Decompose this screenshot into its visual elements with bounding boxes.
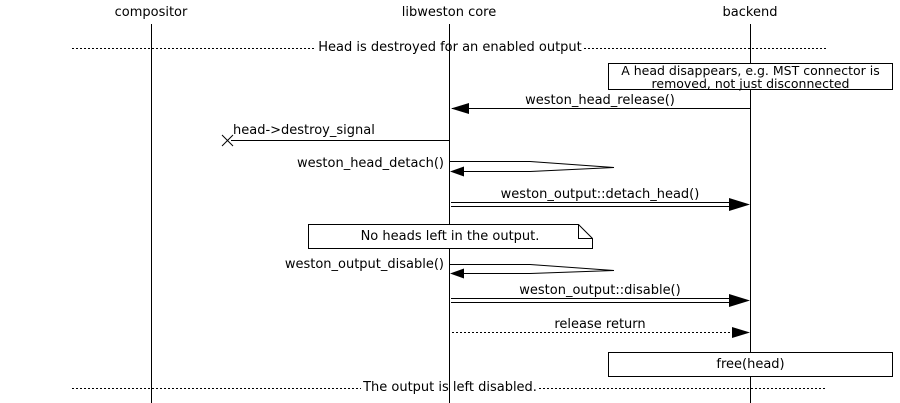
arrowhead-right bbox=[729, 294, 750, 307]
actor-label-backend: backend bbox=[722, 5, 778, 20]
divider-label-bottom: The output is left disabled. bbox=[363, 380, 537, 395]
note-head-disappears: A head disappears, e.g. MST connector is… bbox=[608, 63, 893, 90]
arrowhead-left bbox=[450, 166, 464, 177]
message-label-weston-output-disable-self: weston_output_disable() bbox=[284, 257, 444, 272]
message-label-head-destroy-signal: head->destroy_signal bbox=[233, 123, 375, 138]
arrowhead-right bbox=[732, 327, 750, 338]
note-free-head: free(head) bbox=[608, 352, 893, 377]
message-label-weston-output-disable-call: weston_output::disable() bbox=[519, 283, 681, 298]
note-line: removed, not just disconnected bbox=[651, 75, 850, 91]
arrow-weston-head-detach-self bbox=[450, 161, 615, 177]
actor-label-compositor: compositor bbox=[114, 5, 188, 20]
arrow-weston-output-detach-head bbox=[451, 198, 750, 211]
arrow-weston-head-release bbox=[451, 103, 750, 114]
arrow-head-destroy-signal bbox=[221, 134, 450, 147]
arrowhead-right bbox=[729, 198, 750, 211]
message-label-weston-head-detach: weston_head_detach() bbox=[297, 156, 444, 171]
divider-label-top: Head is destroyed for an enabled output bbox=[318, 40, 582, 55]
arrow-weston-output-disable-call bbox=[451, 294, 750, 307]
arrow-release-return bbox=[452, 327, 750, 338]
message-label-release-return: release return bbox=[554, 317, 646, 332]
message-label-weston-head-release: weston_head_release() bbox=[525, 93, 675, 108]
note-no-heads-text: No heads left in the output. bbox=[360, 229, 540, 244]
arrowhead-left bbox=[450, 268, 464, 279]
note-fold-corner bbox=[578, 224, 593, 239]
note-line: A head disappears, e.g. MST connector is bbox=[621, 62, 880, 78]
note-line: free(head) bbox=[716, 357, 785, 372]
arrowhead-left bbox=[451, 103, 469, 114]
message-label-weston-output-detach-head: weston_output::detach_head() bbox=[500, 187, 700, 202]
actor-label-libweston-core: libweston core bbox=[401, 5, 497, 20]
arrow-weston-output-disable-self bbox=[450, 264, 615, 279]
note-no-heads-shape bbox=[308, 224, 593, 249]
